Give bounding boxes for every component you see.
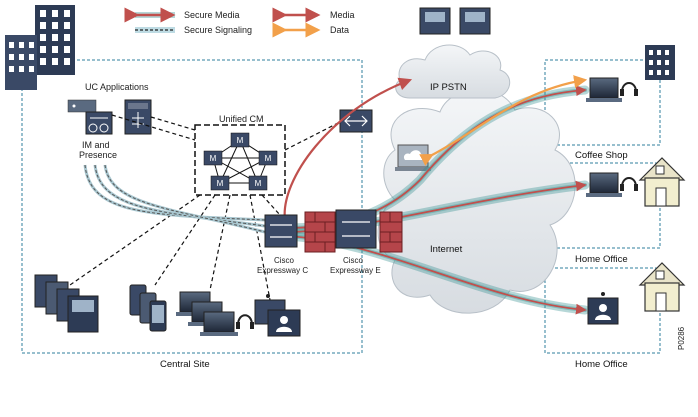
headset-icon [236,314,254,329]
video-endpoint-icon [587,292,619,325]
figure-id: P0286 [677,326,686,350]
svg-text:M: M [237,136,244,145]
video-endpoint-icon [254,294,301,337]
im-presence-label-1: IM and [82,140,110,150]
legend: Secure Media Secure Signaling Media Data [124,7,355,38]
signaling-lines [69,114,341,301]
house-icon [638,262,686,312]
laptop-icon [586,172,622,197]
server-icon [124,99,152,135]
headset-icon [620,177,638,191]
headset-icon [620,82,638,96]
svg-text:M: M [217,179,224,188]
router-icon [339,109,373,133]
expressway-e-label-1: Cisco [343,256,364,265]
coffee-shop-boundary [544,59,661,146]
server-icon [67,99,113,135]
expressway-e-label-2: Expressway E [330,266,381,275]
firewall-icon [304,211,403,253]
mobile-phone-icon [129,284,167,332]
secure-signaling-trunk [83,164,266,234]
svg-text:M: M [265,154,272,163]
central-site-label: Central Site [160,359,210,370]
coffee-shop-label: Coffee Shop [575,150,628,161]
ip-phone-icon [419,7,491,35]
internet-label: Internet [430,244,463,255]
expressway-c-label-1: Cisco [274,256,295,265]
svg-text:M: M [255,179,262,188]
expressway-c-label-2: Expressway C [257,266,308,275]
central-site-boundary [21,59,363,354]
router-icon [264,214,298,248]
legend-data: Data [330,25,349,35]
legend-media: Media [330,10,355,20]
home-office-2-label: Home Office [575,359,628,370]
building-icon [5,5,75,90]
legend-secure-signaling: Secure Signaling [184,25,252,35]
unified-cm-label: Unified CM [219,114,264,124]
house-icon [638,157,686,207]
im-presence-label-2: Presence [79,150,117,160]
laptop-icon [586,77,622,102]
building-icon [645,45,675,80]
router-icon [335,209,377,249]
uc-applications-label: UC Applications [85,82,149,92]
svg-text:M: M [210,154,217,163]
laptop-icon [176,291,238,336]
ip-phone-icon [34,274,99,333]
legend-secure-media: Secure Media [184,10,240,20]
data-path [419,75,588,166]
ip-pstn-label: IP PSTN [430,82,467,93]
unified-cm-cluster: M M M M M [203,132,278,191]
home-office-1-label: Home Office [575,254,628,265]
